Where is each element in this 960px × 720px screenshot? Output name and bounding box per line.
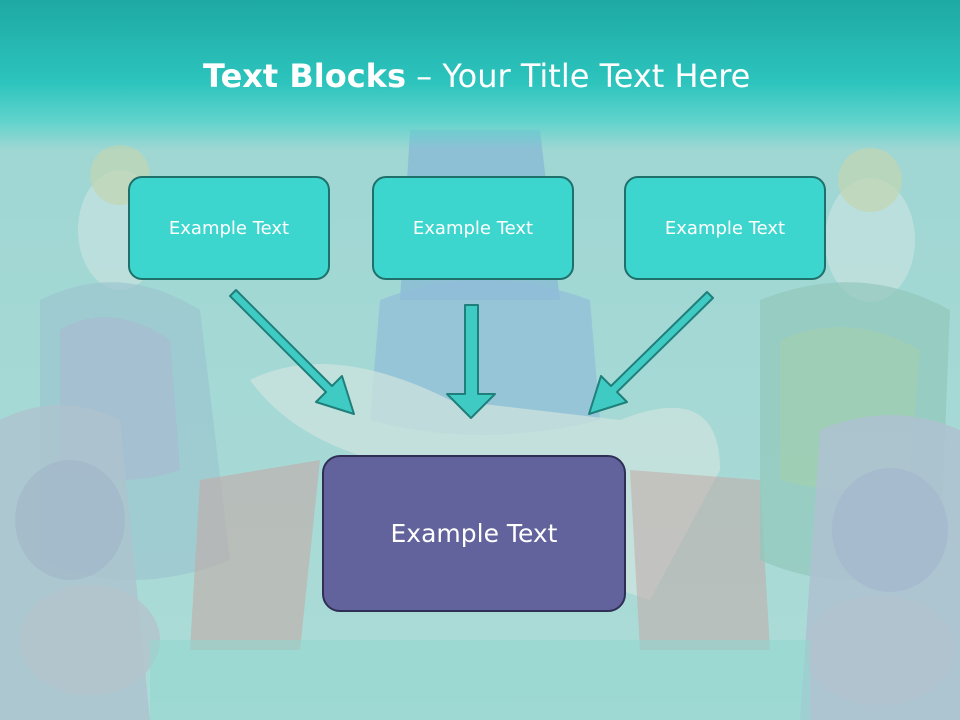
text-block-top-left[interactable]: Example Text	[128, 176, 330, 280]
title-normal-text: Your Title Text Here	[442, 57, 751, 95]
text-block-bottom-label: Example Text	[390, 519, 558, 548]
text-block-top-right-label: Example Text	[664, 217, 786, 239]
text-block-top-right[interactable]: Example Text	[624, 176, 826, 280]
title-bar	[0, 0, 960, 150]
text-block-bottom[interactable]: Example Text	[322, 455, 626, 612]
title-dash: –	[406, 57, 443, 95]
title-bold-text: Text Blocks	[203, 57, 406, 95]
text-block-top-center-label: Example Text	[412, 217, 534, 239]
text-block-top-center[interactable]: Example Text	[372, 176, 574, 280]
slide-title: Text Blocks – Your Title Text Here	[0, 52, 960, 102]
text-block-top-left-label: Example Text	[168, 217, 290, 239]
